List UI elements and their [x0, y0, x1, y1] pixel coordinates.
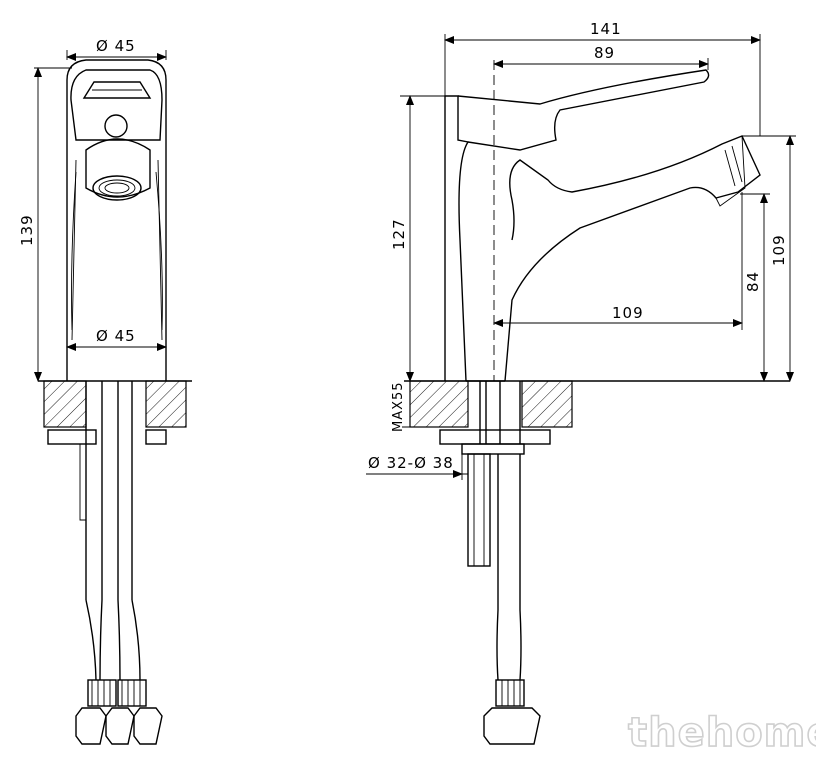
- watermark-logo: thehome: [628, 710, 816, 756]
- side-max-thickness-label: MAX55: [391, 381, 406, 432]
- countertop-right-front: [145, 380, 187, 428]
- side-height-label: 127: [390, 218, 408, 250]
- side-aerator-height-label: 84: [744, 271, 762, 292]
- side-view: 141 89 127 109 109 84 MAX55 Ø 32-Ø 38: [366, 20, 796, 745]
- side-lever-length-label: 89: [594, 44, 615, 62]
- side-hole-diameter-label: Ø 32-Ø 38: [368, 454, 454, 472]
- countertop-right-side: [521, 380, 573, 428]
- side-spout-height-label: 109: [770, 234, 788, 266]
- front-height-label: 139: [18, 214, 36, 246]
- countertop-left-side: [409, 380, 469, 428]
- front-view: Ø 45 Ø 45 139: [18, 37, 192, 745]
- front-base-diameter-label: Ø 45: [96, 327, 136, 345]
- side-overall-length-label: 141: [590, 20, 622, 38]
- side-spout-reach-label: 109: [612, 304, 644, 322]
- front-top-diameter-label: Ø 45: [96, 37, 136, 55]
- countertop-left-front: [43, 380, 87, 428]
- faucet-body-front: [66, 59, 167, 381]
- supply-hoses-side: [439, 381, 551, 745]
- supply-hoses-front: [47, 381, 167, 745]
- faucet-body-side: [444, 60, 761, 382]
